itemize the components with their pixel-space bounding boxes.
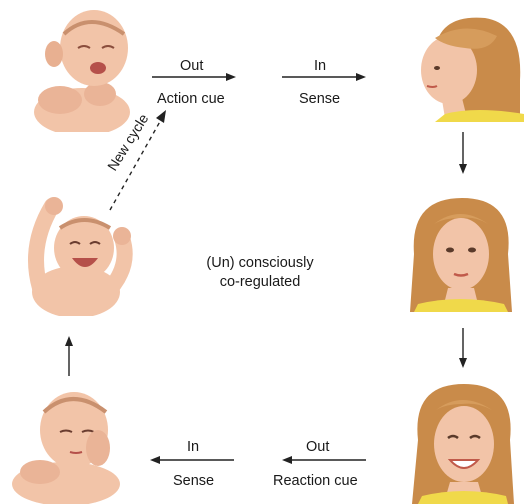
left-up-arrow	[64, 336, 74, 376]
bottom-in-label: In	[187, 440, 199, 455]
center-caption-line1: (Un) consciously	[175, 254, 345, 273]
right-down-arrow-2	[458, 328, 468, 368]
center-caption: (Un) consciously co-regulated	[175, 254, 345, 292]
happy-baby-illustration	[18, 196, 136, 316]
bottom-sense-label: Sense	[173, 474, 214, 489]
top-right-arrow-2	[282, 72, 366, 82]
top-action-cue-label: Action cue	[157, 92, 225, 107]
bottom-reaction-cue-label: Reaction cue	[273, 474, 358, 489]
calm-baby-illustration	[10, 380, 122, 504]
top-sense-label: Sense	[299, 92, 340, 107]
right-down-arrow-1	[458, 132, 468, 174]
top-right-arrow-1	[152, 72, 236, 82]
mother-smiling-illustration	[402, 378, 522, 504]
center-caption-line2: co-regulated	[175, 273, 345, 292]
mother-profile-illustration	[405, 10, 524, 122]
bottom-left-arrow-1	[282, 455, 366, 465]
mother-neutral-illustration	[400, 194, 520, 312]
bottom-out-label: Out	[306, 440, 329, 455]
bottom-left-arrow-2	[150, 455, 234, 465]
